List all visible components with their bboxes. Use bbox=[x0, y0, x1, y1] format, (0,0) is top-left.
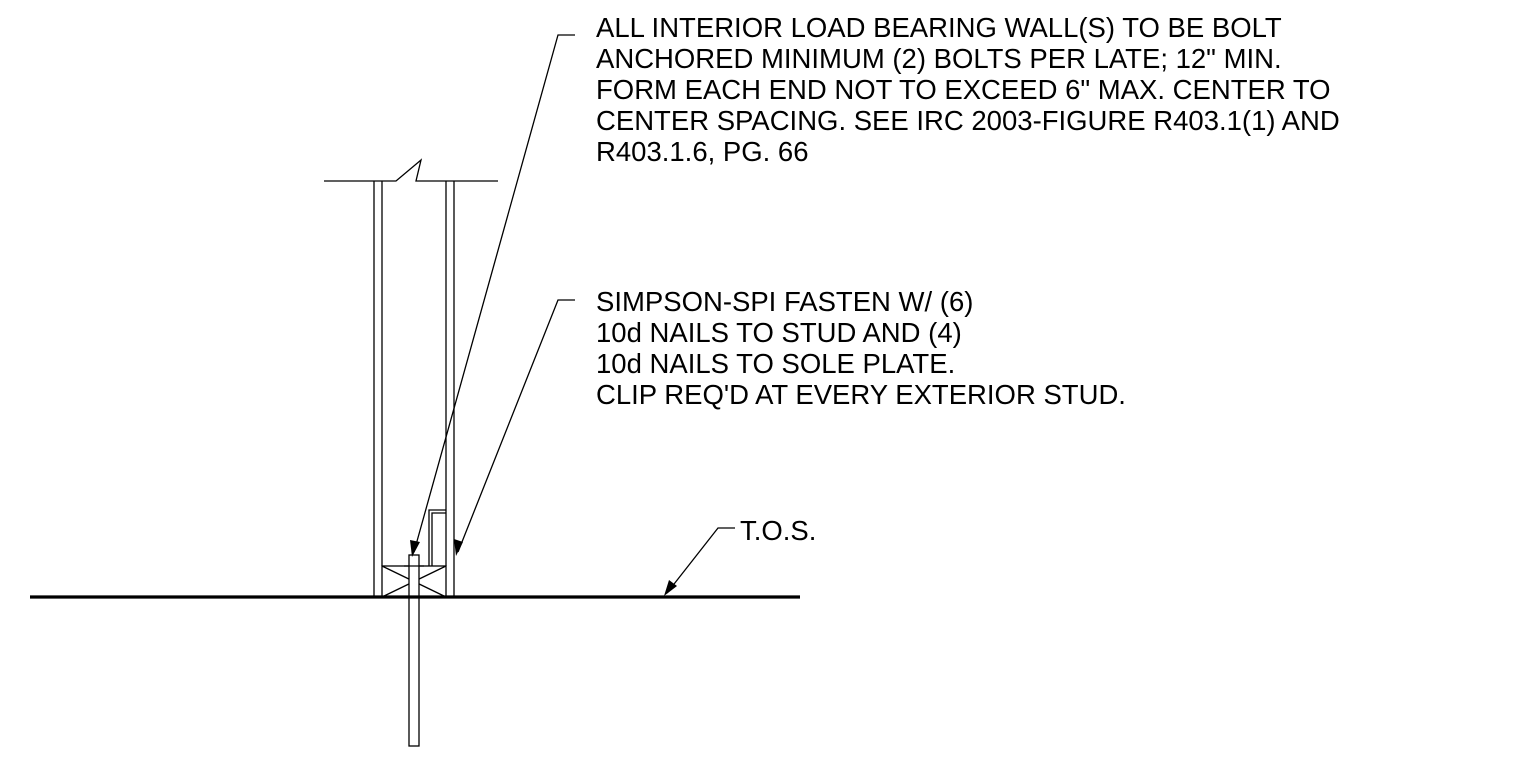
simpson-clip-note-line: CLIP REQ'D AT EVERY EXTERIOR STUD. bbox=[596, 379, 1126, 410]
anchor-bolt-note-line: CENTER SPACING. SEE IRC 2003-FIGURE R403… bbox=[596, 105, 1340, 136]
wall-break-line bbox=[324, 158, 498, 182]
anchor-bolt-note-line: ALL INTERIOR LOAD BEARING WALL(S) TO BE … bbox=[596, 12, 1282, 43]
simpson-clip-note-line: 10d NAILS TO STUD AND (4) bbox=[596, 317, 962, 348]
arrowhead-clip bbox=[454, 539, 463, 556]
leader-tos bbox=[666, 527, 735, 594]
simpson-clip-note: SIMPSON-SPI FASTEN W/ (6) 10d NAILS TO S… bbox=[596, 286, 1126, 410]
top-of-slab-label-text: T.O.S. bbox=[740, 515, 817, 546]
anchor-bolt-note-line: FORM EACH END NOT TO EXCEED 6" MAX. CENT… bbox=[596, 74, 1331, 105]
anchor-bolt-note-line: R403.1.6, PG. 66 bbox=[596, 136, 809, 167]
leader-clip bbox=[457, 299, 575, 553]
simpson-clip-note-line: 10d NAILS TO SOLE PLATE. bbox=[596, 348, 956, 379]
simpson-clip-note-line: SIMPSON-SPI FASTEN W/ (6) bbox=[596, 286, 974, 317]
arrowhead-anchor-bolt bbox=[410, 540, 420, 557]
leader-anchor-bolt bbox=[413, 34, 575, 553]
simpson-clip bbox=[428, 509, 446, 566]
arrowhead-tos bbox=[664, 580, 677, 596]
anchor-bolt bbox=[408, 554, 420, 747]
anchor-bolt-note: ALL INTERIOR LOAD BEARING WALL(S) TO BE … bbox=[596, 12, 1340, 167]
anchor-bolt-note-line: ANCHORED MINIMUM (2) BOLTS PER LATE; 12"… bbox=[596, 43, 1282, 74]
top-of-slab-label: T.O.S. bbox=[740, 515, 816, 546]
